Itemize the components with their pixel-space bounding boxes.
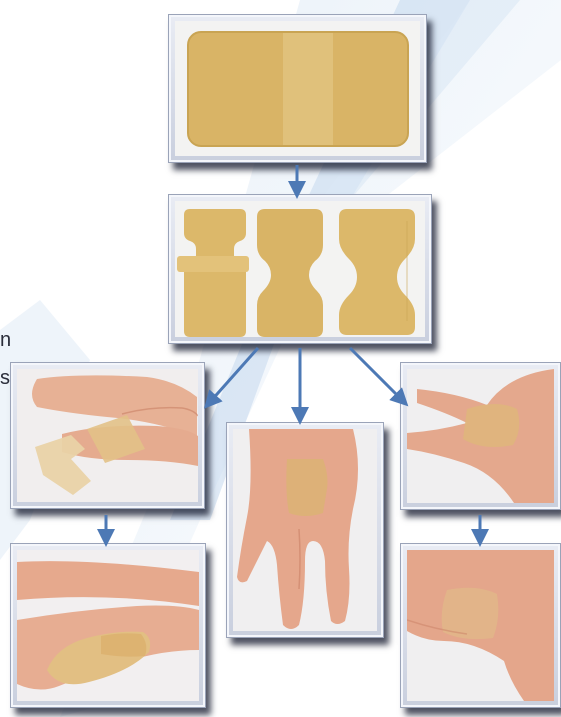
webspace-application-photo bbox=[407, 369, 554, 503]
panel-cut-shapes bbox=[168, 194, 432, 344]
finger-wrapped-photo bbox=[17, 550, 199, 701]
panel-finger-wrapped bbox=[10, 543, 206, 708]
knuckle-application-photo bbox=[233, 429, 377, 631]
edge-text-2: s bbox=[0, 368, 10, 388]
cut-shapes-photo bbox=[175, 201, 425, 337]
finger-application-photo bbox=[17, 369, 198, 502]
edge-text-1: n bbox=[0, 330, 11, 350]
full-plaster-photo bbox=[175, 21, 420, 156]
panel-full-plaster bbox=[168, 14, 427, 163]
palm-application-photo bbox=[407, 550, 554, 701]
panel-palm-application bbox=[400, 543, 561, 708]
panel-finger-application bbox=[10, 362, 205, 509]
panel-webspace-application bbox=[400, 362, 561, 510]
panel-knuckle-application bbox=[226, 422, 384, 638]
